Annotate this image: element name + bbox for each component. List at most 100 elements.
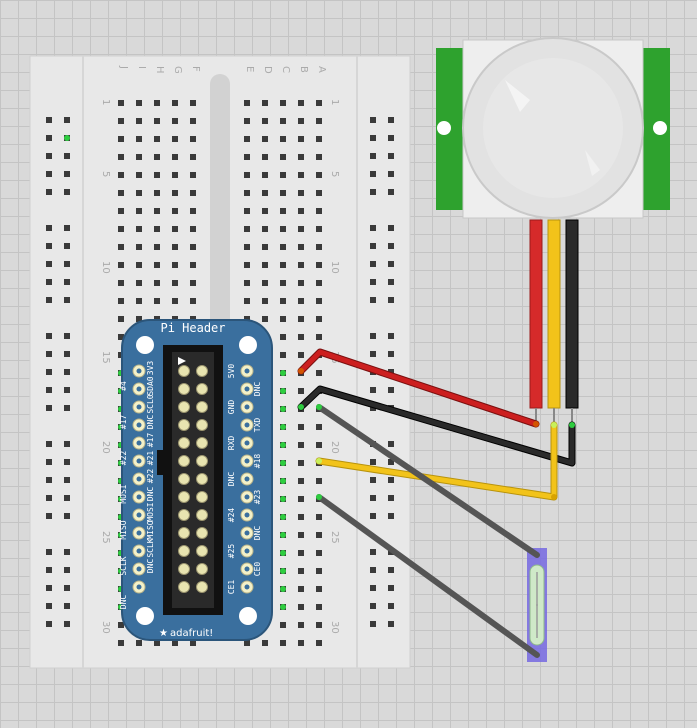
left-pin-label: MISO [146, 520, 155, 539]
rail-hole [64, 261, 70, 267]
row-number-right: 25 [329, 531, 340, 544]
wires [297, 348, 576, 658]
breadboard-hole [280, 640, 286, 646]
breadboard-hole [244, 226, 250, 232]
rail-hole [388, 279, 394, 285]
right-pin-label: 5V0 [227, 364, 236, 379]
rail-hole [388, 243, 394, 249]
breadboard-hole [280, 280, 286, 286]
breadboard-hole [190, 208, 196, 214]
breadboard-hole [244, 640, 250, 646]
rail-hole [388, 153, 394, 159]
breadboard-hole [280, 262, 286, 268]
wire-gray-top [316, 404, 540, 558]
breadboard-hole [190, 136, 196, 142]
breadboard-hole [136, 298, 142, 304]
header-pin [178, 527, 190, 539]
mount-hole [136, 607, 154, 625]
rail-hole [388, 135, 394, 141]
rail-hole [370, 297, 376, 303]
pin1-marker-icon [178, 357, 186, 365]
breadboard-hole [298, 424, 304, 430]
breadboard-hole [118, 118, 124, 124]
breadboard-hole [298, 604, 304, 610]
connected-hole [280, 424, 286, 430]
breadboard-hole [280, 208, 286, 214]
rail-hole [388, 261, 394, 267]
rail-hole [370, 603, 376, 609]
column-letter: G [172, 66, 183, 74]
row-number-right: 30 [329, 621, 340, 634]
rail-hole [64, 369, 70, 375]
breadboard-hole [118, 226, 124, 232]
breadboard-hole [154, 172, 160, 178]
breadboard-hole [280, 298, 286, 304]
rail-hole [46, 171, 52, 177]
rail-hole [64, 387, 70, 393]
breadboard-hole [154, 244, 160, 250]
breadboard-hole [136, 208, 142, 214]
rail-hole [46, 351, 52, 357]
header-pin [196, 491, 208, 503]
breadboard-hole [298, 442, 304, 448]
breadboard-hole [118, 316, 124, 322]
rail-hole [46, 243, 52, 249]
breadboard-hole [136, 244, 142, 250]
breadboard-hole [154, 226, 160, 232]
breadboard-hole [316, 172, 322, 178]
left-outer-pin-label: #17 [119, 415, 128, 430]
breadboard-hole [190, 190, 196, 196]
breadboard-hole [172, 190, 178, 196]
breadboard-hole [190, 244, 196, 250]
breadboard-hole [244, 100, 250, 106]
breadboard-hole [136, 316, 142, 322]
breadboard-hole [262, 100, 268, 106]
breadboard-hole [118, 334, 124, 340]
breadboard-hole [316, 280, 322, 286]
rail-hole [388, 225, 394, 231]
breadboard-hole [262, 244, 268, 250]
breadboard-hole [172, 226, 178, 232]
row-number-left: 5 [100, 171, 111, 177]
connected-hole [280, 460, 286, 466]
breadboard-hole [262, 640, 268, 646]
rail-hole [46, 459, 52, 465]
connected-hole [280, 550, 286, 556]
right-pin-label: CE1 [227, 580, 236, 595]
column-letter: A [316, 66, 327, 73]
breadboard-hole [154, 136, 160, 142]
breadboard-hole [316, 532, 322, 538]
right-pin-label: #18 [253, 454, 262, 469]
breadboard-hole [262, 298, 268, 304]
breadboard-hole [316, 640, 322, 646]
row-number-left: 20 [100, 441, 111, 454]
breadboard-hole [190, 118, 196, 124]
rail-hole [370, 243, 376, 249]
right-pin-label: #25 [227, 544, 236, 559]
adafruit-star-icon: ★ [159, 628, 168, 639]
breadboard-hole [172, 280, 178, 286]
breadboard-hole [298, 640, 304, 646]
breadboard-hole [298, 334, 304, 340]
breadboard-hole [298, 388, 304, 394]
breadboard-hole [298, 298, 304, 304]
rail-hole [64, 567, 70, 573]
mount-hole [239, 607, 257, 625]
column-letter: F [190, 66, 201, 72]
connected-hole [280, 496, 286, 502]
rail-hole [46, 567, 52, 573]
right-pin-label: #23 [253, 490, 262, 505]
breadboard-hole [118, 172, 124, 178]
breadboard-hole [244, 244, 250, 250]
rail-hole [46, 333, 52, 339]
header-pin [178, 401, 190, 413]
pi-header-board: Pi Header 3V3SDA0SCL0DNC#17#21#22DNCMOSI… [119, 319, 273, 641]
breadboard-hole [298, 136, 304, 142]
rail-hole [370, 477, 376, 483]
left-pads [132, 364, 146, 594]
breadboard-hole [154, 262, 160, 268]
breadboard-hole [316, 190, 322, 196]
breadboard-hole [298, 622, 304, 628]
breadboard-hole [118, 208, 124, 214]
breadboard-hole [244, 280, 250, 286]
